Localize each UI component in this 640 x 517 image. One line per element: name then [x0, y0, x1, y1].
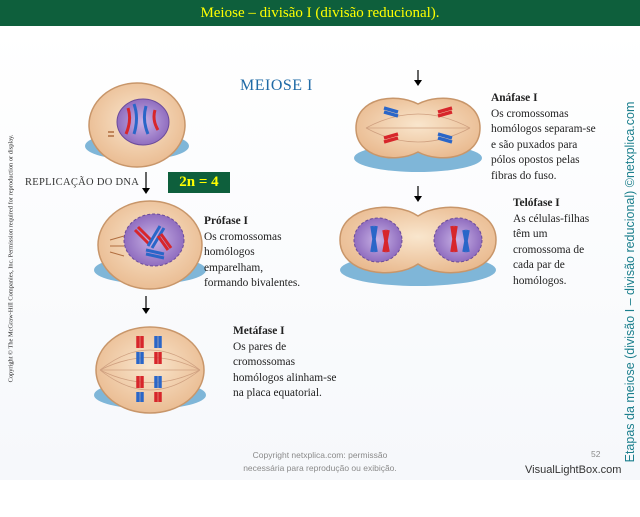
- phase-line: homólogos separam-se: [491, 123, 596, 135]
- footer-copyright: Copyright netxplica.com: permissão neces…: [200, 449, 440, 475]
- phase-line: cada par de: [513, 259, 565, 271]
- anaphase-cell: [354, 97, 482, 172]
- phase-line: cromossomas: [233, 356, 296, 368]
- phase-line: formando bivalentes.: [204, 277, 301, 289]
- phase-line: Os cromossomas: [204, 230, 282, 243]
- phase-line: Os pares de: [233, 340, 287, 353]
- phase-line: cromossoma de: [513, 243, 585, 256]
- watermark-text: VisualLightBox.com: [525, 464, 622, 476]
- phase-line: Os cromossomas: [491, 107, 569, 120]
- phase-name: Telófase I: [513, 197, 560, 209]
- prophase-cell: [94, 200, 206, 290]
- phase-line: As células-filhas: [513, 212, 590, 225]
- telophase-cell: [339, 206, 497, 286]
- phase-line: na placa equatorial.: [233, 387, 322, 399]
- replication-label: REPLICAÇÃO DO DNA: [25, 177, 140, 188]
- footer-line: necessária para reprodução ou exibição.: [243, 463, 397, 473]
- phase-line: fibras do fuso.: [491, 169, 557, 182]
- ploidy-badge: 2n = 4: [168, 172, 230, 193]
- phase-line: pólos opostos pelas: [491, 154, 580, 166]
- phase-line: homólogos.: [513, 274, 567, 287]
- phase-line: têm um: [513, 228, 548, 240]
- page-number: 52: [591, 449, 601, 459]
- phase-name: Prófase I: [204, 215, 248, 227]
- metaphase-cell: [94, 326, 206, 414]
- phase-anaphase: Anáfase I Os cromossomas homólogos separ…: [491, 91, 596, 184]
- phase-metaphase: Metáfase I Os pares de cromossomas homól…: [233, 324, 336, 402]
- phase-line: homólogos alinham-se: [233, 371, 337, 384]
- phase-line: e são puxados para: [491, 138, 578, 151]
- side-title: Etapas da meiose (divisão I – divisão re…: [623, 101, 637, 463]
- slide-title: Meiose – divisão I (divisão reducional).: [0, 0, 640, 26]
- phase-line: homólogos: [204, 246, 255, 258]
- side-copyright: Copyright © The McGraw-Hill Companies, I…: [7, 134, 15, 383]
- diagram-title: MEIOSE I: [240, 77, 313, 94]
- phase-telophase: Telófase I As células-filhas têm um crom…: [513, 196, 589, 289]
- phase-name: Metáfase I: [233, 325, 285, 337]
- meiosis-illustration: [85, 70, 497, 414]
- phase-line: emparelham,: [204, 261, 264, 274]
- footer-line: Copyright netxplica.com: permissão: [252, 450, 388, 460]
- interphase-cell: [85, 82, 189, 168]
- phase-prophase: Prófase I Os cromossomas homólogos empar…: [204, 214, 300, 292]
- phase-name: Anáfase I: [491, 92, 538, 104]
